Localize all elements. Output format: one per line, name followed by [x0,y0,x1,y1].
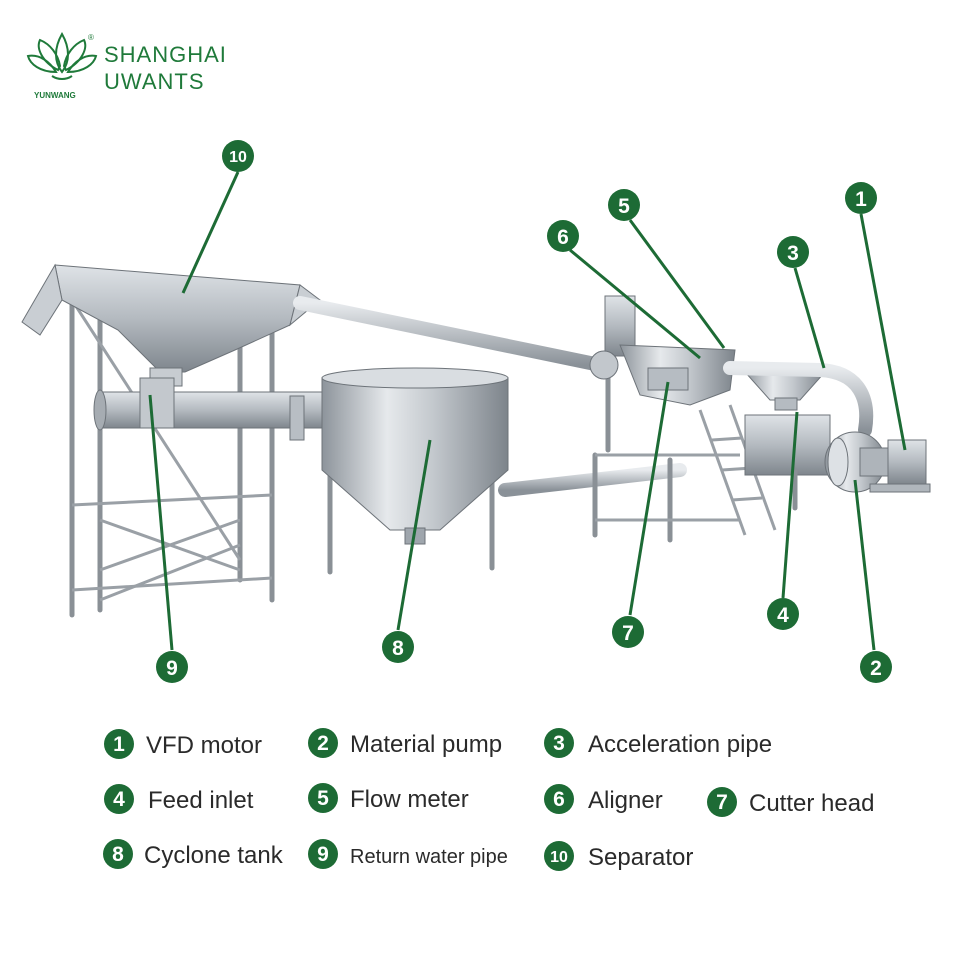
svg-text:4: 4 [777,604,789,627]
marker-4: 4 [767,598,799,630]
svg-text:5: 5 [317,787,329,810]
svg-text:Cutter head: Cutter head [749,790,874,817]
svg-text:1: 1 [855,188,867,211]
svg-text:6: 6 [553,788,565,811]
svg-text:9: 9 [317,843,329,866]
marker-3: 3 [777,236,809,268]
svg-text:Material pump: Material pump [350,731,502,758]
marker-8: 8 [382,631,414,663]
svg-text:5: 5 [618,195,630,218]
svg-text:2: 2 [317,732,329,755]
cyclone-tank [321,367,509,575]
svg-text:Feed inlet: Feed inlet [148,787,254,814]
legend-item-6: 6 Aligner [544,784,663,814]
marker-10: 10 [222,140,254,172]
svg-text:4: 4 [113,788,125,811]
svg-text:Aligner: Aligner [588,787,663,814]
separator-unit [21,263,329,618]
svg-text:3: 3 [787,242,799,265]
svg-text:VFD motor: VFD motor [146,732,262,759]
marker-9: 9 [156,651,188,683]
number-markers: 1 2 3 4 5 6 7 8 [156,140,892,683]
svg-text:8: 8 [392,637,404,660]
svg-text:Return water pipe: Return water pipe [350,846,508,868]
leader-9 [148,394,174,651]
legend-item-3: 3 Acceleration pipe [544,728,772,758]
svg-text:1: 1 [113,733,125,756]
legend-item-4: 4 Feed inlet [104,784,254,814]
svg-text:10: 10 [229,149,247,166]
marker-1: 1 [845,182,877,214]
svg-text:7: 7 [716,791,728,814]
marker-2: 2 [860,651,892,683]
svg-text:Cyclone tank: Cyclone tank [144,842,284,869]
legend-item-2: 2 Material pump [308,728,502,758]
legend-item-9: 9 Return water pipe [308,839,508,869]
marker-6: 6 [547,220,579,252]
svg-text:Separator: Separator [588,844,693,871]
svg-text:9: 9 [166,657,178,680]
legend-item-5: 5 Flow meter [308,783,469,813]
marker-5: 5 [608,189,640,221]
legend-item-1: 1 VFD motor [104,729,262,759]
svg-text:Flow meter: Flow meter [350,786,469,813]
marker-7: 7 [612,616,644,648]
leader-2 [853,479,876,651]
legend-item-8: 8 Cyclone tank [103,839,284,869]
leader-7 [628,381,670,616]
legend-item-10: 10 Separator [544,841,693,871]
vfd-motor [869,439,931,493]
leader-8 [396,439,432,631]
svg-text:6: 6 [557,226,569,249]
svg-text:2: 2 [870,657,882,680]
feed-inlet [743,371,831,511]
brand-logo: YUNWANG ® SHANGHAI UWANTS [26,31,227,100]
leader-4 [781,411,799,599]
svg-text:7: 7 [622,622,634,645]
svg-text:8: 8 [112,843,124,866]
registered-mark: ® [88,33,94,42]
leader-3 [793,267,826,369]
leader-5 [628,219,726,349]
legend: 1 VFD motor 2 Material pump 3 Accelerati… [103,728,874,871]
svg-text:Acceleration pipe: Acceleration pipe [588,731,772,758]
legend-item-7: 7 Cutter head [707,787,874,817]
svg-text:10: 10 [550,849,568,866]
brand-name-line2: UWANTS [104,69,205,94]
svg-text:3: 3 [553,732,565,755]
leader-1 [859,213,907,451]
equipment-illustration [21,263,931,618]
leader-lines [148,171,907,651]
aligner-platform [589,295,777,543]
leader-6 [569,248,701,360]
brand-name-line1: SHANGHAI [104,42,227,67]
logo-text: YUNWANG [34,91,76,100]
lotus-logo-icon [26,31,98,80]
leader-10 [181,171,240,294]
material-pump [824,431,891,493]
